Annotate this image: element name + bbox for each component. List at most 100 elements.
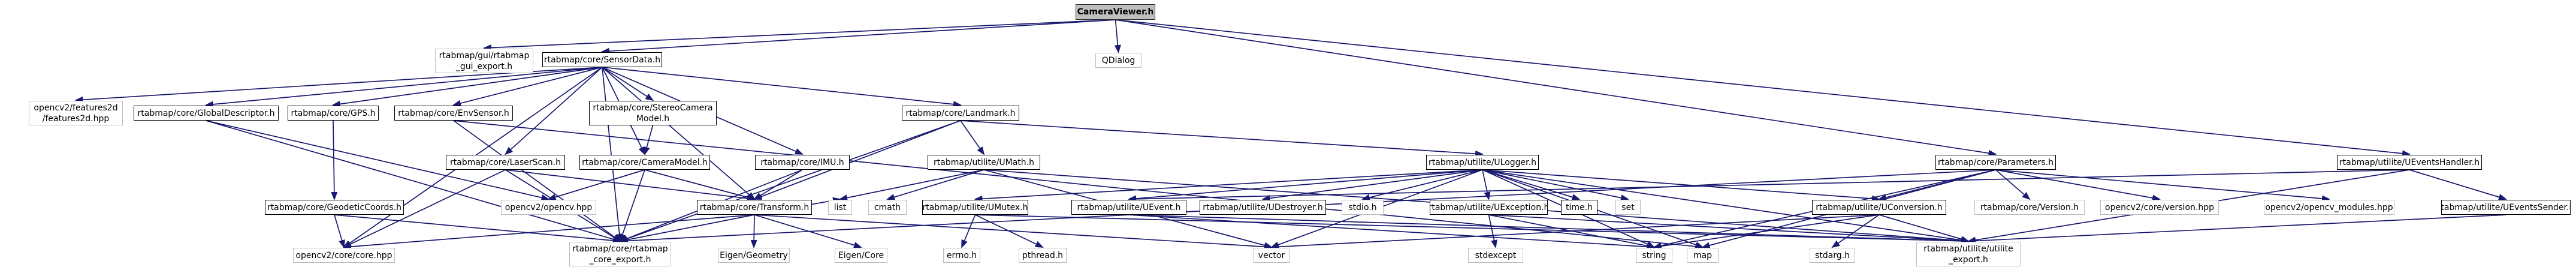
graph-node-label: rtabmap/core/GlobalDescriptor.h [137,108,275,118]
include-edge-laserscan-to-core-hpp [343,169,506,248]
include-edge-sensordata-to-core-export [602,67,623,242]
graph-node-parameters[interactable]: rtabmap/core/Parameters.h [1935,155,2056,170]
include-edge-ulogger-to-uevent [1128,169,1483,202]
graph-node-label: rtabmap/core/GeodeticCoords.h [267,202,402,212]
graph-node-transform[interactable]: rtabmap/core/Transform.h [697,200,812,215]
graph-node-label: pthread.h [1022,250,1064,260]
graph-node-gps[interactable]: rtabmap/core/GPS.h [288,106,379,121]
graph-node-version: rtabmap/core/Version.h [1974,200,2085,215]
include-edge-uconversion-to-utilite-export [1879,214,1970,242]
include-edge-ulogger-to-uexception [1482,169,1491,200]
graph-node-label: rtabmap/core/IMU.h [760,157,844,167]
graph-node-imu[interactable]: rtabmap/core/IMU.h [755,155,850,170]
graph-node-sensordata[interactable]: rtabmap/core/SensorData.h [542,52,662,67]
graph-node-label: errno.h [946,250,977,260]
include-edge-parameters-to-version [1995,169,2031,200]
include-edge-geodeticcoords-to-core-export [334,214,621,244]
include-edge-sensordata-to-transform [602,67,756,200]
graph-node-uexception[interactable]: rtabmap/utilite/UException.h [1430,200,1548,215]
graph-node-label: _export.h [1949,254,1988,265]
graph-node-cmath: cmath [868,200,907,215]
include-edge-cameramodel-to-transform [644,169,756,201]
include-edge-sensordata-to-landmark [602,67,962,108]
graph-node-label: rtabmap/utilite/UConversion.h [1816,202,1943,212]
graph-node-label: _core_export.h [589,254,651,265]
include-edge-ulogger-to-set [1482,169,1629,202]
include-edge-uconversion-to-string [1653,214,1880,250]
include-edge-uevent-to-string [1128,214,1656,250]
graph-node-ulogger[interactable]: rtabmap/utilite/ULogger.h [1426,155,1539,170]
graph-node-umath[interactable]: rtabmap/utilite/UMath.h [928,155,1040,170]
graph-node-core-hpp: opencv2/core/core.hpp [293,248,395,263]
include-edge-imu-to-transform [753,169,803,200]
graph-node-umutex[interactable]: rtabmap/utilite/UMutex.h [922,200,1028,215]
graph-node-ueventshandler[interactable]: rtabmap/utilite/UEventsHandler.h [2337,155,2482,170]
graph-node-label: cmath [874,202,901,212]
include-edge-envsensor-to-core-export [453,120,621,242]
graph-node-stdarg: stdarg.h [1810,248,1855,263]
include-edge-transform-to-core-export [619,214,755,244]
include-edge-ulogger-to-udestroyer [1261,169,1483,202]
graph-node-label: CameraViewer.h [1077,7,1154,17]
graph-node-label: stdarg.h [1815,250,1850,260]
include-edge-cameraviewer-to-sensordata [601,19,1116,55]
include-edge-ueventssender-to-utilite-export [1967,214,2506,244]
graph-node-label: rtabmap/utilite/utilite [1923,244,2013,254]
graph-node-laserscan[interactable]: rtabmap/core/LaserScan.h [446,155,565,170]
include-edge-ulogger-to-uconversion [1482,169,1880,202]
graph-node-time[interactable]: time.h [1561,200,1597,215]
include-edge-uexception-to-utilite-export [1488,214,1970,244]
graph-node-label: rtabmap/core/LaserScan.h [450,157,561,167]
graph-node-label: stdio.h [1348,202,1377,212]
graph-node-ueventssender[interactable]: rtabmap/utilite/UEventsSender.h [2441,200,2571,215]
graph-node-uevent[interactable]: rtabmap/utilite/UEvent.h [1071,200,1186,215]
graph-node-gui-export: rtabmap/gui/rtabmap_gui_export.h [435,49,533,73]
graph-node-label: opencv2/core/version.hpp [2105,202,2214,212]
graph-node-label: opencv2/opencv_modules.hpp [2265,202,2393,212]
graph-node-geodeticcoords[interactable]: rtabmap/core/GeodeticCoords.h [265,200,404,215]
graph-node-uconversion[interactable]: rtabmap/utilite/UConversion.h [1812,200,1946,215]
include-edge-sensordata-to-gps [332,67,603,107]
include-edge-parameters-to-core-version-hpp [1995,169,2161,202]
include-edge-umutex-to-utilite-export [975,214,1970,245]
graph-node-label: rtabmap/utilite/UEvent.h [1077,202,1181,212]
graph-node-label: stdexcept [1475,250,1517,260]
include-edge-transform-to-eigen-core [754,214,862,248]
graph-node-label: rtabmap/utilite/UMutex.h [922,202,1028,212]
graph-node-eigen-core: Eigen/Core [835,248,887,263]
graph-node-label: vector [1258,250,1285,260]
graph-node-label: rtabmap/core/CameraModel.h [582,157,708,167]
graph-node-cameramodel[interactable]: rtabmap/core/CameraModel.h [579,155,710,170]
graph-node-landmark[interactable]: rtabmap/core/Landmark.h [902,106,1019,121]
graph-node-label: rtabmap/core/StereoCamera [593,103,713,113]
include-edge-ulogger-to-umutex [974,169,1483,202]
graph-node-list: list [828,200,852,215]
graph-node-label: QDialog [1101,55,1136,65]
include-edge-uevent-to-utilite-export [1128,214,1970,245]
include-edge-ueventshandler-to-ueventssender [2409,169,2507,200]
graph-node-label: rtabmap/core/Landmark.h [905,108,1016,118]
graph-node-label: rtabmap/core/EnvSensor.h [398,108,509,118]
include-edge-geodeticcoords-to-core-hpp [334,214,345,248]
graph-node-label: set [1621,202,1635,212]
graph-node-string: string [1636,248,1672,263]
graph-node-label: rtabmap/core/rtabmap [572,244,668,254]
graph-node-eigen-geometry: Eigen/Geometry [718,248,790,263]
graph-node-label: rtabmap/utilite/UDestroyer.h [1203,202,1323,212]
include-edge-sensordata-to-stereocameramodel [602,67,654,101]
graph-node-label: rtabmap/utilite/UMath.h [934,157,1034,167]
graph-node-envsensor[interactable]: rtabmap/core/EnvSensor.h [394,106,513,121]
graph-node-label: list [833,202,847,212]
include-edge-laserscan-to-transform [505,169,756,202]
include-edge-cameramodel-to-opencv-hpp [547,169,645,200]
graph-node-map: map [1687,248,1719,263]
graph-node-udestroyer[interactable]: rtabmap/utilite/UDestroyer.h [1200,200,1326,215]
include-edge-cameraviewer-to-qdialog [1114,19,1121,53]
graph-node-label: /features2d.hpp [42,113,110,124]
graph-node-stdio: stdio.h [1342,200,1384,215]
graph-node-set: set [1615,200,1641,215]
graph-node-label: opencv2/core/core.hpp [295,250,392,260]
graph-node-globaldescriptor[interactable]: rtabmap/core/GlobalDescriptor.h [134,106,279,121]
